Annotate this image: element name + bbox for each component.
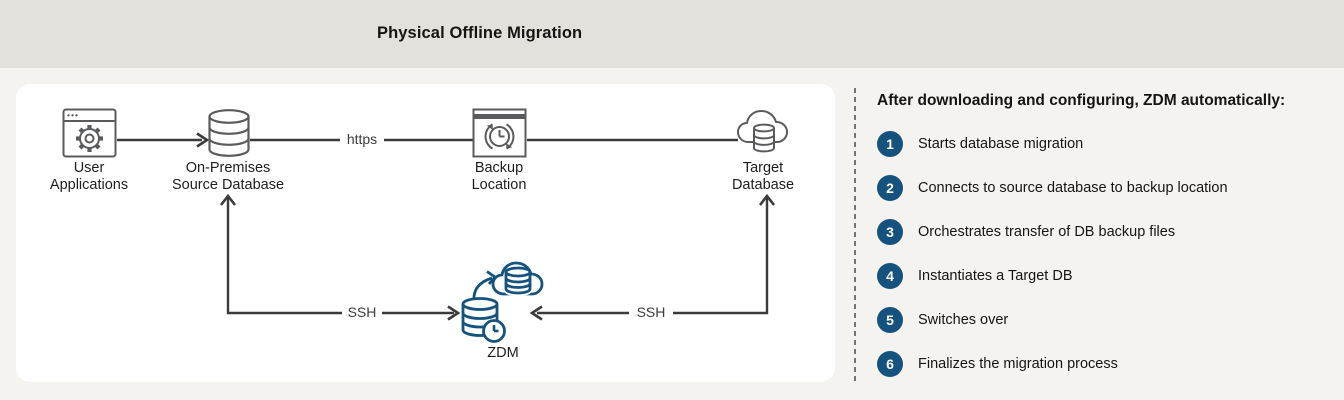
step-text: Finalizes the migration process bbox=[918, 356, 1118, 372]
connection-label-ssh-right: SSH bbox=[629, 304, 673, 320]
page-title: Physical Offline Migration bbox=[377, 24, 583, 42]
step-number-badge: 5 bbox=[877, 307, 903, 333]
steps-heading: After downloading and configuring, ZDM a… bbox=[877, 92, 1286, 109]
step-number-badge: 3 bbox=[877, 219, 903, 245]
step-text: Orchestrates transfer of DB backup files bbox=[918, 224, 1176, 240]
step-item: 1 Starts database migration bbox=[877, 131, 1337, 157]
backup-clock-icon bbox=[472, 108, 527, 158]
cloud-database-icon bbox=[737, 110, 788, 153]
step-text: Connects to source database to backup lo… bbox=[918, 180, 1228, 196]
node-label-backup-location: Backup Location bbox=[471, 160, 527, 193]
steps-panel: After downloading and configuring, ZDM a… bbox=[877, 92, 1337, 395]
step-number-badge: 4 bbox=[877, 263, 903, 289]
node-label-user-applications: User Applications bbox=[49, 160, 129, 193]
browser-gear-icon bbox=[62, 108, 117, 158]
step-item: 3 Orchestrates transfer of DB backup fil… bbox=[877, 219, 1337, 245]
node-label-source-database: On-Premises Source Database bbox=[171, 160, 285, 193]
connection-label-ssh-left: SSH bbox=[342, 304, 382, 320]
step-item: 2 Connects to source database to backup … bbox=[877, 175, 1337, 201]
step-number-badge: 1 bbox=[877, 131, 903, 157]
node-label-zdm: ZDM bbox=[487, 345, 519, 361]
step-item: 4 Instantiates a Target DB bbox=[877, 263, 1337, 289]
step-text: Starts database migration bbox=[918, 136, 1084, 152]
connection-label-https: https bbox=[340, 131, 384, 147]
node-label-target-database: Target Database bbox=[731, 160, 795, 193]
step-item: 5 Switches over bbox=[877, 307, 1337, 333]
connector-lines bbox=[117, 132, 776, 321]
step-item: 6 Finalizes the migration process bbox=[877, 351, 1337, 377]
database-icon bbox=[208, 109, 250, 157]
title-band: Physical Offline Migration bbox=[0, 0, 1344, 68]
step-text: Instantiates a Target DB bbox=[918, 268, 1073, 284]
step-number-badge: 6 bbox=[877, 351, 903, 377]
zdm-migration-icon bbox=[461, 261, 544, 343]
diagram-canvas: User Applications On-Premises Source Dat… bbox=[16, 84, 835, 382]
step-text: Switches over bbox=[918, 312, 1009, 328]
dashed-divider bbox=[854, 88, 856, 385]
step-number-badge: 2 bbox=[877, 175, 903, 201]
